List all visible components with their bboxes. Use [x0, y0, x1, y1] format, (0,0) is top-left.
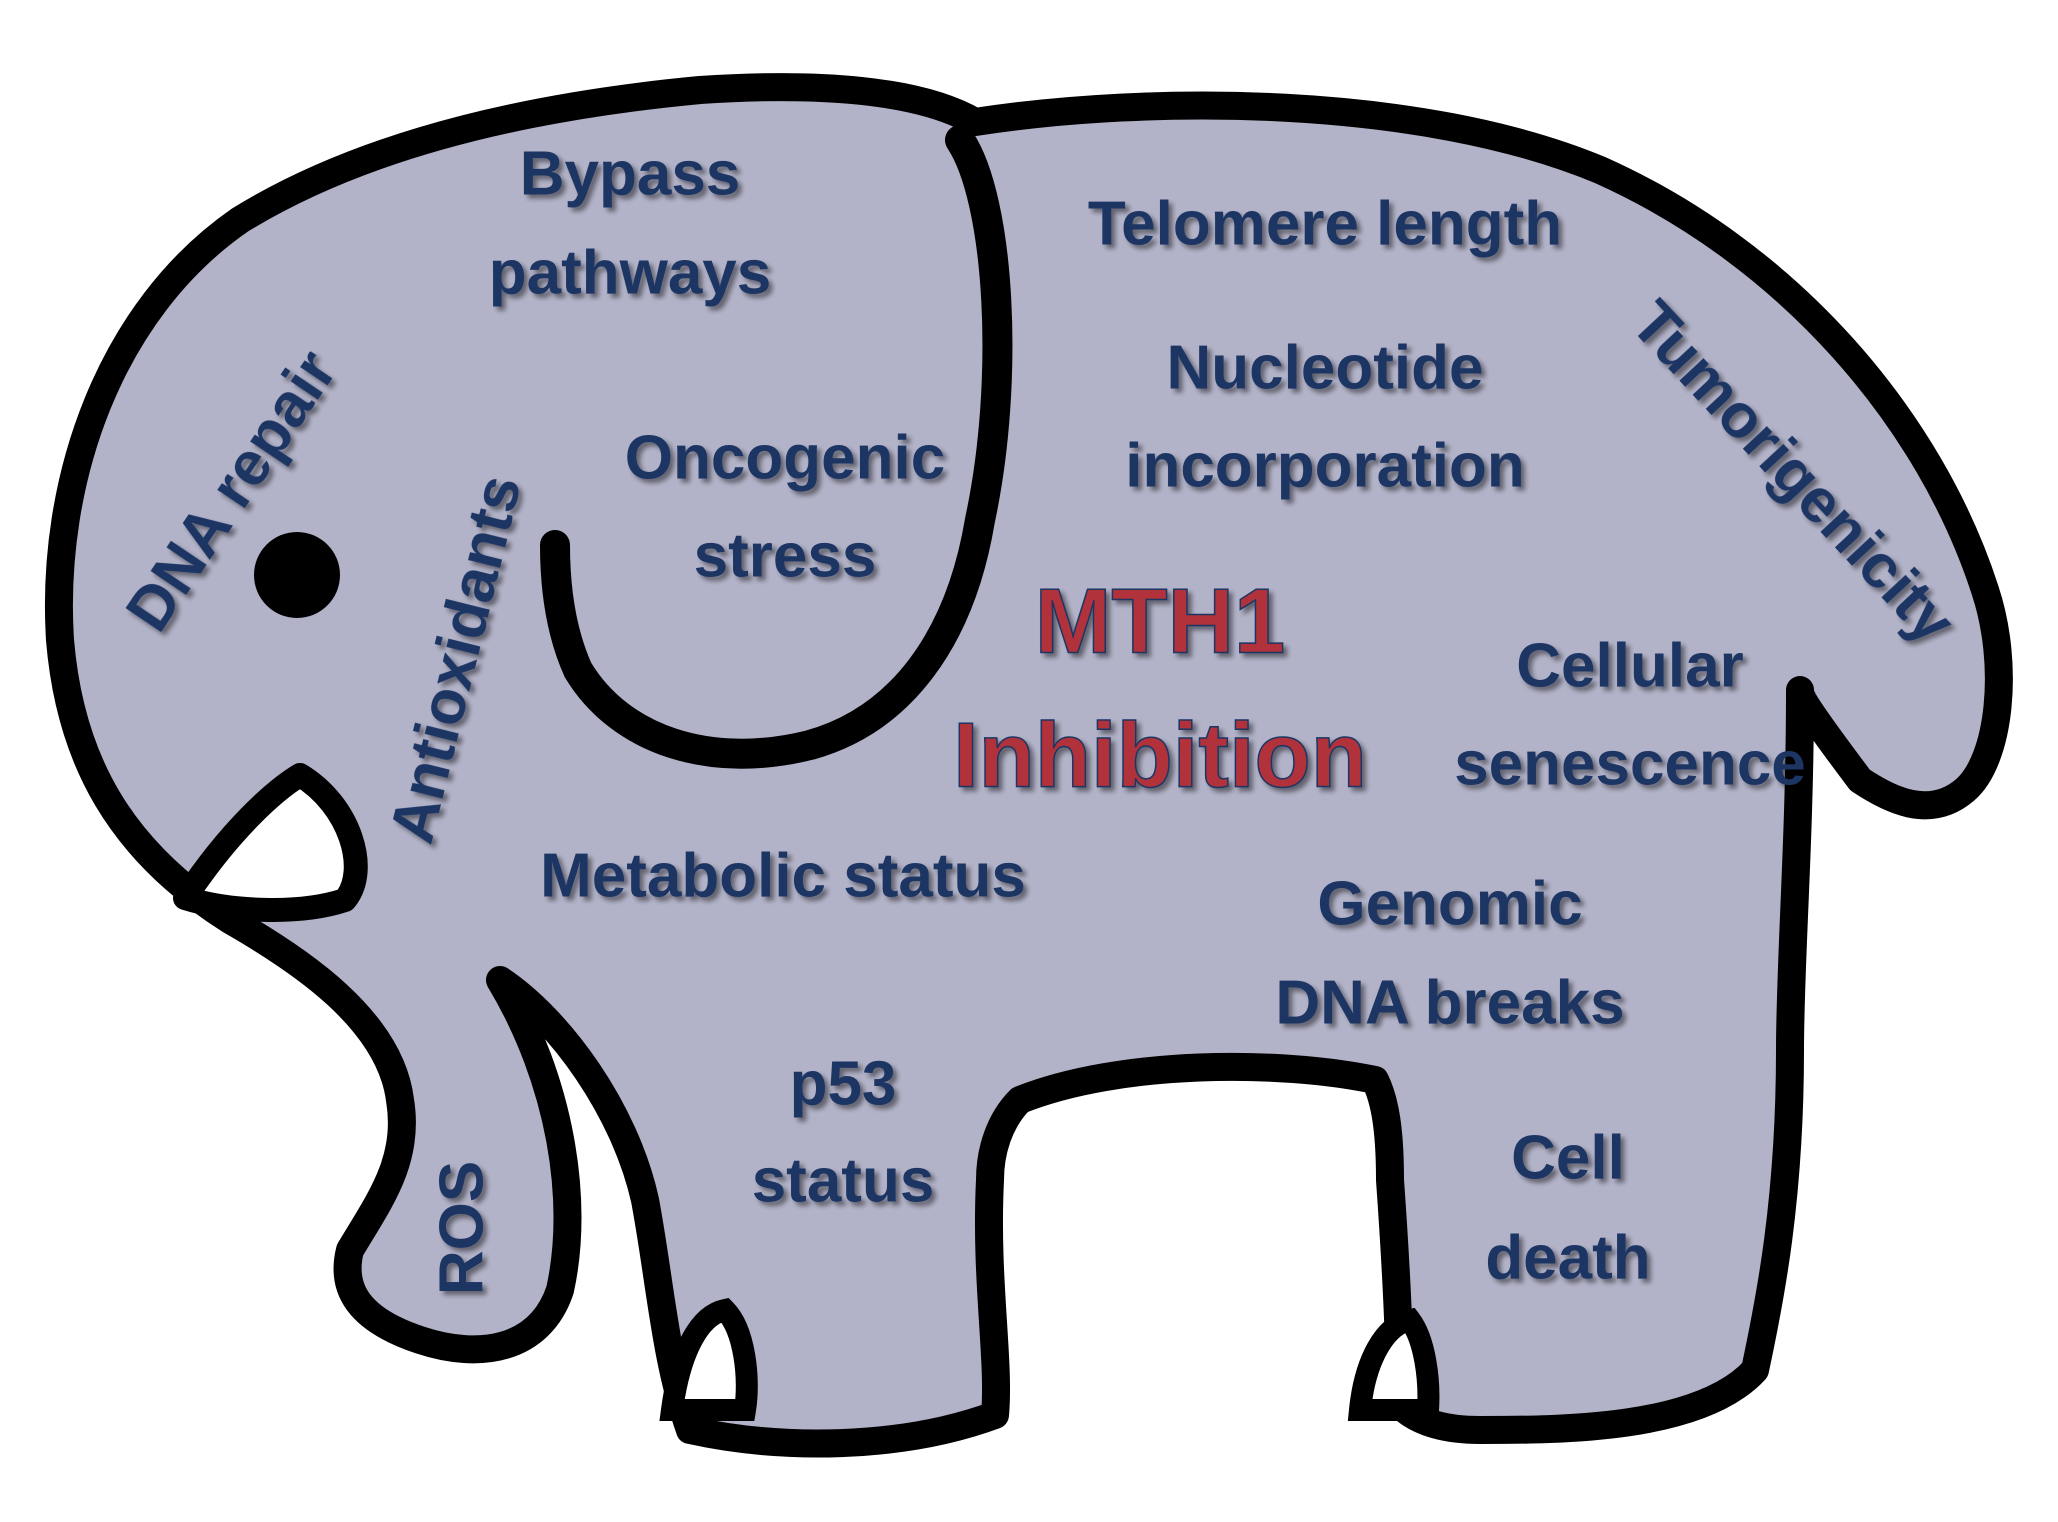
label-cellular-line1: Cellular	[1516, 631, 1743, 700]
elephant-body	[44, 73, 2013, 1458]
label-cell-death-line1: Cell	[1511, 1123, 1625, 1192]
elephant-ear	[540, 125, 1013, 769]
label-genomic-line1: Genomic	[1317, 869, 1582, 938]
label-nucleotide-line2: incorporation	[1125, 431, 1525, 500]
label-oncogenic-line2: stress	[694, 521, 877, 590]
foot-nail-front	[659, 1298, 758, 1421]
label-bypass-line1: Bypass	[520, 139, 741, 208]
label-metabolic-status: Metabolic status	[540, 841, 1026, 910]
label-p53-line1: p53	[790, 1049, 897, 1118]
tusk-icon	[173, 763, 368, 922]
label-genomic-line2: DNA breaks	[1275, 968, 1624, 1037]
label-bypass-line2: pathways	[489, 238, 772, 307]
label-oncogenic-line1: Oncogenic	[625, 423, 945, 492]
center-title-line1: MTH1	[1035, 570, 1285, 672]
label-ros: ROS	[427, 1161, 496, 1295]
label-nucleotide-line1: Nucleotide	[1167, 333, 1484, 402]
center-title-line2: Inhibition	[953, 704, 1367, 806]
eye-icon	[254, 532, 340, 618]
label-telomere-length: Telomere length	[1088, 189, 1562, 258]
label-cellular-line2: senescence	[1454, 729, 1806, 798]
foot-nail-back	[1347, 1307, 1440, 1421]
label-p53-line2: status	[752, 1146, 935, 1215]
label-cell-death-line2: death	[1485, 1223, 1650, 1292]
